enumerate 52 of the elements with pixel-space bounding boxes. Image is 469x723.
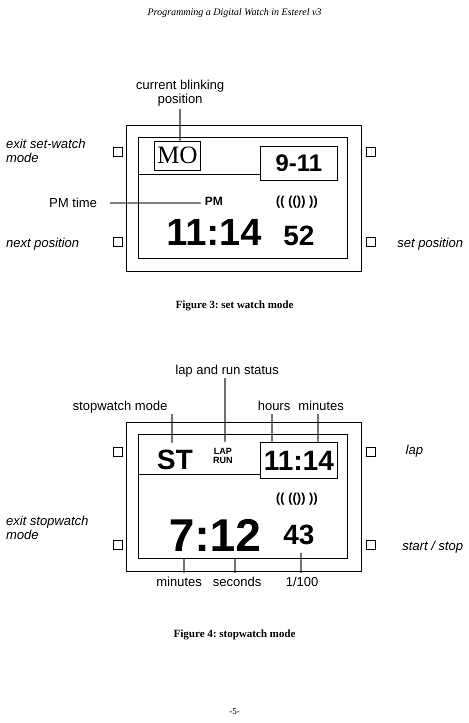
push-button — [113, 540, 123, 550]
time-display: 7:12 — [172, 512, 257, 558]
leader-line — [179, 109, 181, 141]
digit-display: 52 — [280, 218, 317, 253]
button-label: lap — [404, 443, 423, 458]
date-display: 9-11 — [260, 146, 338, 181]
callout-label: minutes — [152, 573, 206, 590]
time-display: 11:14 — [260, 442, 338, 479]
push-button — [366, 147, 376, 157]
push-button — [366, 447, 376, 457]
leader-line — [183, 558, 185, 573]
chime-symbol: (( (()) )) — [266, 192, 327, 210]
lcd-display — [138, 434, 348, 560]
callout-label: PM time — [40, 195, 106, 211]
push-button — [366, 237, 376, 247]
push-button — [366, 540, 376, 550]
leader-line — [271, 414, 273, 442]
leader-line — [171, 414, 173, 443]
watch-body — [126, 422, 362, 572]
page-number: -5- — [228, 705, 241, 718]
push-button — [113, 147, 123, 157]
callout-label: hours — [255, 397, 293, 414]
button-label: exit stopwatch mode — [6, 514, 90, 543]
figure-caption: Figure 3: set watch mode — [174, 298, 294, 314]
leader-line — [224, 378, 226, 442]
button-label: next position — [6, 236, 80, 250]
button-label: set position — [396, 236, 463, 250]
push-button — [113, 237, 123, 247]
time-display: 11:14 — [162, 214, 265, 253]
leader-line — [234, 558, 236, 573]
digit-display: ST — [156, 442, 194, 477]
figure-caption: Figure 4: stopwatch mode — [172, 627, 296, 642]
button-label: start / stop — [401, 539, 463, 554]
page-header: Programming a Digital Watch in Esterel v3 — [146, 6, 322, 20]
pm-indicator: PM — [200, 194, 227, 210]
day-display: MO — [154, 140, 201, 171]
leader-line — [110, 202, 201, 204]
button-label: exit set-watch mode — [6, 137, 86, 166]
callout-label: lap and run status — [162, 361, 292, 378]
status-indicator: LAP RUN — [208, 442, 238, 470]
lcd-display — [138, 137, 348, 260]
chime-symbol: (( (()) )) — [266, 490, 327, 507]
callout-label: 1/100 — [282, 573, 322, 590]
callout-label: minutes — [296, 397, 346, 414]
callout-label: current blinking position — [135, 75, 225, 109]
watch-body — [126, 125, 362, 272]
push-button — [113, 447, 123, 457]
callout-label: stopwatch mode — [64, 397, 176, 414]
leader-line — [317, 414, 319, 442]
callout-label: seconds — [210, 573, 264, 590]
digit-display: 43 — [280, 516, 318, 553]
leader-line — [300, 552, 302, 573]
